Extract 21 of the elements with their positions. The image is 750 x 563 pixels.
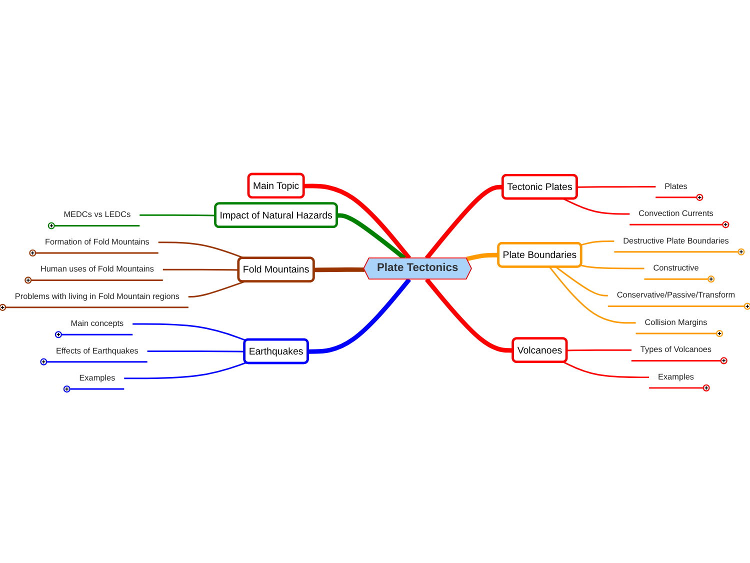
- connector: [162, 268, 239, 271]
- connector: [124, 362, 247, 380]
- connector: [555, 266, 608, 296]
- connector: [577, 186, 656, 188]
- connector: [140, 214, 216, 216]
- connector: [580, 240, 614, 246]
- connector: [548, 266, 636, 324]
- connector: [563, 198, 630, 215]
- connector: [314, 267, 364, 272]
- connector: [566, 349, 632, 352]
- connector: [580, 264, 644, 270]
- connector: [308, 278, 412, 354]
- connector: [337, 213, 406, 260]
- connector: [424, 184, 504, 260]
- connector: [132, 323, 247, 342]
- connector: [188, 280, 245, 298]
- connector: [424, 278, 514, 353]
- connector: [147, 350, 245, 352]
- connector: [304, 184, 412, 260]
- connector: [466, 252, 499, 262]
- connector: [563, 362, 650, 378]
